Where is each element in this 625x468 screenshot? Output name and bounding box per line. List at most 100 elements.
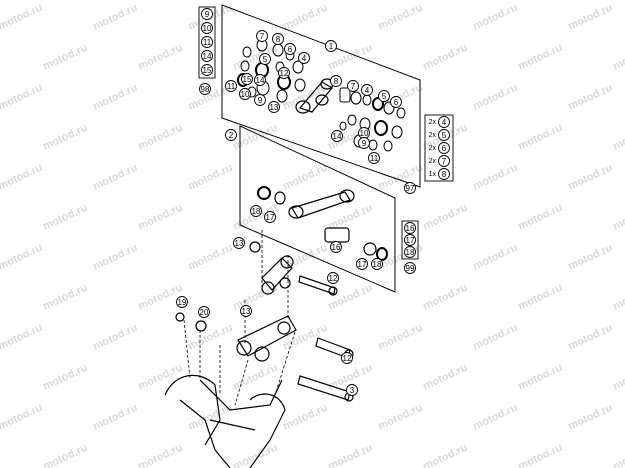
callout-6: 6 — [390, 96, 402, 108]
watermark-text: motod.ru — [41, 282, 89, 313]
svg-text:11: 11 — [203, 38, 212, 47]
callout-13: 13 — [268, 101, 280, 113]
watermark-text: motod.ru — [41, 442, 89, 468]
svg-text:17: 17 — [406, 236, 415, 245]
watermark-text: motod.ru — [186, 322, 234, 353]
svg-text:2x: 2x — [429, 145, 437, 152]
svg-text:97: 97 — [406, 184, 415, 193]
watermark-text: motod.ru — [91, 402, 139, 433]
watermark-text: motod.ru — [186, 162, 234, 193]
callout-6: 6 — [284, 43, 296, 55]
kit-item-18: 18 — [404, 246, 416, 258]
callout-4: 4 — [298, 52, 310, 64]
svg-text:2x: 2x — [429, 132, 437, 139]
svg-text:15: 15 — [203, 66, 212, 75]
callout-16: 16 — [330, 241, 342, 253]
svg-text:1: 1 — [329, 42, 334, 51]
watermark-text: motod.ru — [516, 42, 564, 73]
callout-11: 11 — [225, 80, 237, 92]
callout-13: 13 — [233, 237, 245, 249]
svg-text:9: 9 — [362, 139, 367, 148]
callout-18: 18 — [371, 258, 383, 270]
callout-5: 5 — [378, 90, 390, 102]
watermark-text: motod.ru — [91, 2, 139, 33]
callout-9: 9 — [254, 94, 266, 106]
svg-text:19: 19 — [178, 298, 187, 307]
kit-item-11: 11 — [201, 36, 213, 48]
kit-item-6: 2x 6 — [429, 142, 450, 154]
watermark-text: motod.ru — [91, 242, 139, 273]
watermark-text: motod.ru — [91, 82, 139, 113]
kit-item-10: 10 — [201, 22, 213, 34]
callout-12: 12 — [278, 67, 290, 79]
watermark-text: motod.ru — [186, 402, 234, 433]
svg-text:11: 11 — [370, 154, 379, 163]
svg-text:6: 6 — [288, 45, 293, 54]
svg-text:10: 10 — [241, 90, 250, 99]
callout-19: 19 — [176, 296, 188, 308]
kit-item-5: 2x 5 — [429, 129, 450, 141]
watermark-text: motod.ru — [471, 402, 519, 433]
svg-text:14: 14 — [333, 132, 342, 141]
watermark-text: motod.ru — [611, 42, 625, 73]
watermark-text: motod.ru — [41, 362, 89, 393]
watermark-text: motod.ru — [231, 442, 279, 468]
callout-8: 8 — [330, 75, 342, 87]
callout-97: 97 — [404, 182, 416, 194]
watermark-text: motod.ru — [281, 402, 329, 433]
watermark-text: motod.ru — [231, 282, 279, 313]
kit-item-16: 16 — [404, 222, 416, 234]
watermark-text: motod.ru — [41, 202, 89, 233]
watermark-text: motod.ru — [471, 82, 519, 113]
svg-text:12: 12 — [343, 354, 352, 363]
svg-text:2x: 2x — [429, 158, 437, 165]
watermark-text: motod.ru — [91, 322, 139, 353]
watermark-text: motod.ru — [566, 242, 614, 273]
watermark-text: motod.ru — [231, 362, 279, 393]
watermark-text: motod.ru — [516, 122, 564, 153]
svg-text:10: 10 — [360, 129, 369, 138]
watermark-text: motod.ru — [41, 42, 89, 73]
watermark-text: motod.ru — [471, 242, 519, 273]
watermark-text: motod.ru — [566, 322, 614, 353]
kit-item-17: 17 — [404, 234, 416, 246]
watermark-text: motod.ru — [91, 162, 139, 193]
callout-18: 18 — [250, 205, 262, 217]
callout-14: 14 — [331, 130, 343, 142]
watermark-text: motod.ru — [376, 242, 424, 273]
watermark-text: motod.ru — [326, 442, 374, 468]
kit-item-14: 14 — [201, 50, 213, 62]
svg-text:5: 5 — [442, 131, 447, 140]
svg-text:7: 7 — [442, 157, 447, 166]
svg-text:8: 8 — [276, 35, 281, 44]
watermark-text: motod.ru — [516, 442, 564, 468]
svg-text:6: 6 — [442, 144, 447, 153]
svg-text:20: 20 — [200, 308, 209, 317]
callout-7: 7 — [256, 30, 268, 42]
watermark-text: motod.ru — [471, 162, 519, 193]
svg-text:12: 12 — [329, 274, 338, 283]
svg-text:10: 10 — [203, 24, 212, 33]
watermark-text: motod.ru — [376, 2, 424, 33]
callout-98: 98 — [199, 83, 211, 95]
svg-text:5: 5 — [382, 92, 387, 101]
watermark-text: motod.ru — [611, 282, 625, 313]
watermark-text: motod.ru — [0, 82, 44, 113]
watermark-text: motod.ru — [0, 402, 44, 433]
watermark-text: motod.ru — [41, 122, 89, 153]
svg-text:13: 13 — [235, 239, 244, 248]
watermark-text: motod.ru — [136, 362, 184, 393]
svg-text:18: 18 — [252, 207, 261, 216]
callout-12: 12 — [341, 352, 353, 364]
watermark-text: motod.ru — [516, 282, 564, 313]
watermark-text: motod.ru — [376, 402, 424, 433]
svg-text:18: 18 — [373, 260, 382, 269]
alignment-lines — [183, 230, 296, 406]
watermark-text: motod.ru — [421, 282, 469, 313]
watermark-text: motod.ru — [516, 202, 564, 233]
watermark-text: motod.ru — [566, 402, 614, 433]
